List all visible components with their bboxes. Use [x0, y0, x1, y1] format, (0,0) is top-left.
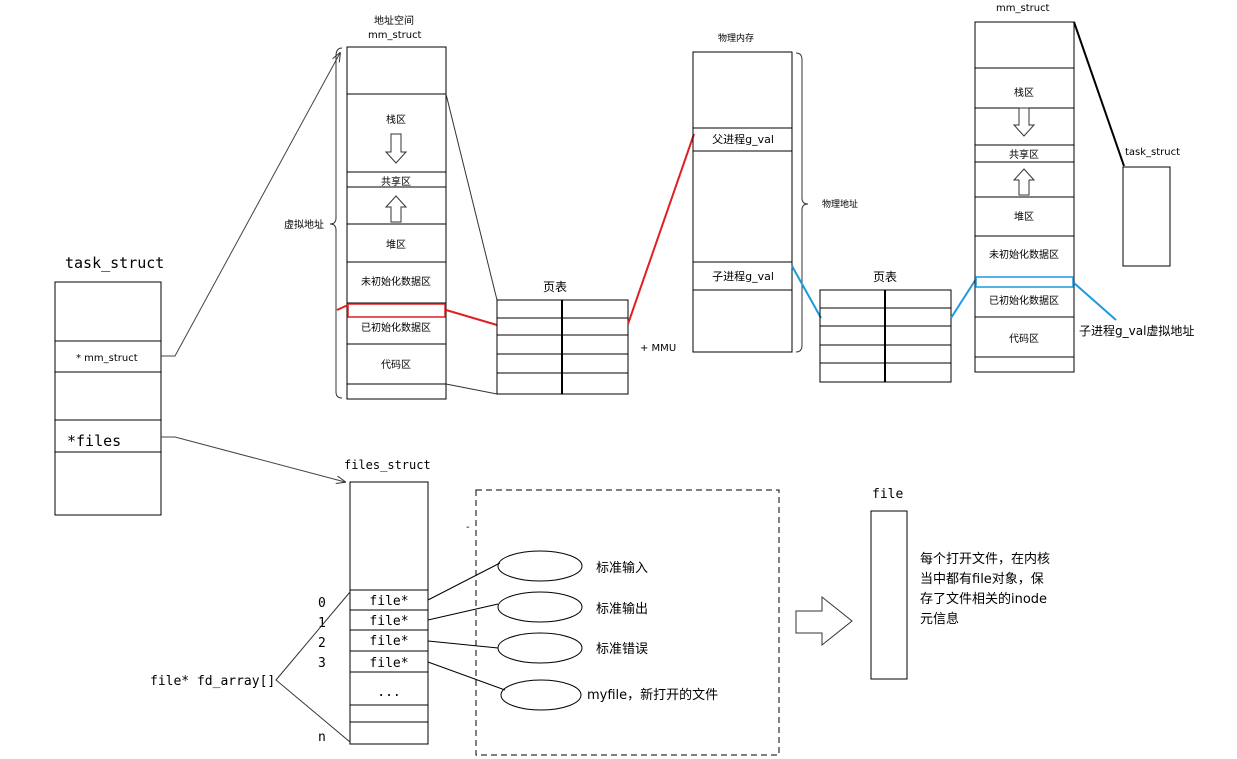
virtual-address-label: 虚拟地址	[284, 218, 324, 231]
child-region-shared: 共享区	[1009, 148, 1039, 161]
file-desc-line: 存了文件相关的inode	[920, 591, 1047, 607]
child-mm-title: mm_struct	[996, 3, 1050, 14]
fd-index: 3	[318, 656, 326, 671]
child-region-bss: 未初始化数据区	[989, 248, 1059, 261]
files-struct: files_struct file* file* file* file* ...…	[150, 458, 431, 745]
files-struct-title: files_struct	[344, 458, 431, 472]
dash-mark: -	[466, 522, 470, 533]
fd-link	[427, 661, 506, 691]
myfile-label: myfile，新打开的文件	[587, 687, 718, 703]
stderr-label: 标准错误	[596, 642, 648, 657]
region-bss: 未初始化数据区	[361, 275, 431, 288]
stdout-label: 标准输出	[596, 601, 648, 617]
fd-index: 2	[318, 636, 326, 651]
child-virtual-address-label: 子进程g_val虚拟地址	[1079, 323, 1194, 338]
fd-index: 0	[318, 596, 326, 611]
child-region-data: 已初始化数据区	[989, 294, 1059, 307]
fd-entry: file*	[369, 614, 408, 629]
child-heap-grow-up-icon	[1012, 168, 1036, 196]
region-code: 代码区	[381, 359, 411, 371]
page-table-right-title: 页表	[873, 270, 897, 284]
region-shared: 共享区	[381, 175, 411, 188]
physical-address-brace	[795, 52, 809, 353]
mm-struct-field: * mm_struct	[76, 353, 138, 364]
open-file-ellipse	[500, 679, 582, 711]
parent-virtual-to-page-table	[445, 309, 498, 326]
fd-array-brace-lines	[275, 591, 351, 743]
address-space-title: 地址空间	[374, 14, 414, 27]
open-file-ellipse	[497, 550, 583, 582]
page-table-left: 页表 + MMU	[496, 280, 676, 395]
task-struct: task_struct * mm_struct *files	[54, 254, 164, 516]
files-field: *files	[67, 432, 121, 450]
region-data: 已初始化数据区	[361, 321, 431, 334]
parent-page-to-physical	[627, 133, 695, 325]
page-table-right: 页表	[819, 270, 952, 383]
child-region-stack: 栈区	[1014, 86, 1034, 99]
file-title: file	[872, 487, 903, 502]
mm-pointer-arrow	[161, 53, 340, 357]
physical-memory: 物理内存 父进程g_val 子进程g_val 物理地址	[692, 32, 858, 353]
fd-link	[427, 603, 499, 621]
files-pointer-arrow	[161, 436, 345, 482]
file-desc-line: 元信息	[920, 611, 959, 627]
parent-gval-virtual-slot	[347, 303, 446, 318]
child-task-title: task_struct	[1125, 147, 1180, 158]
fd-entry: file*	[369, 656, 408, 671]
fd-index: 1	[318, 616, 326, 631]
parent-gval-cell: 父进程g_val	[712, 133, 774, 146]
child-virtual-label-line	[1073, 282, 1117, 321]
fd-link	[427, 640, 499, 649]
right-arrow-icon	[795, 595, 853, 647]
heap-grow-up-icon	[384, 195, 408, 223]
stack-grow-down-icon	[384, 133, 408, 164]
page-table-left-title: 页表	[543, 280, 567, 294]
mapping-line	[445, 93, 498, 301]
child-mm-struct: mm_struct 栈区 共享区 堆区 未初始化数据区 已初始化数据区 代码区 …	[974, 3, 1194, 373]
child-gval-virtual-slot	[975, 276, 1074, 288]
physical-memory-title: 物理内存	[718, 32, 754, 44]
address-space: 地址空间 mm_struct 栈区 共享区 堆区 未初始化数据区 已初始化数据区…	[284, 14, 447, 400]
file-desc-line: 每个打开文件，在内核	[920, 551, 1050, 567]
fd-ellipsis: ...	[377, 685, 400, 700]
file-desc-line: 当中都有file对象，保	[920, 572, 1044, 587]
parent-virtual-edge	[336, 304, 349, 311]
child-region-code: 代码区	[1009, 333, 1039, 345]
stdin-label: 标准输入	[596, 560, 648, 576]
address-space-subtitle: mm_struct	[368, 30, 422, 41]
fd-link	[427, 562, 501, 601]
child-gval-cell: 子进程g_val	[712, 270, 774, 283]
child-stack-grow-down-icon	[1012, 107, 1036, 137]
fd-index: n	[318, 730, 326, 745]
fd-entry: file*	[369, 594, 408, 609]
child-task-struct: task_struct	[1073, 21, 1180, 267]
physical-address-label: 物理地址	[822, 198, 858, 210]
mapping-line	[445, 383, 498, 395]
region-heap: 堆区	[386, 239, 406, 251]
child-region-heap: 堆区	[1014, 211, 1034, 223]
mmu-label: + MMU	[640, 343, 676, 354]
child-page-to-virtual	[950, 278, 977, 319]
virtual-address-brace	[329, 47, 343, 399]
fd-entry: file*	[369, 634, 408, 649]
open-file-ellipse	[497, 632, 583, 664]
open-files-area: - 标准输入 标准输出 标准错误 myfile，新打开的文件	[427, 489, 780, 756]
open-file-ellipse	[497, 591, 583, 623]
region-stack: 栈区	[386, 113, 406, 126]
fd-array-label: file* fd_array[]	[150, 674, 275, 689]
task-struct-title: task_struct	[65, 254, 164, 272]
child-physical-to-page-table	[791, 265, 822, 319]
file-object: file 每个打开文件，在内核 当中都有file对象，保 存了文件相关的inod…	[870, 487, 1050, 680]
